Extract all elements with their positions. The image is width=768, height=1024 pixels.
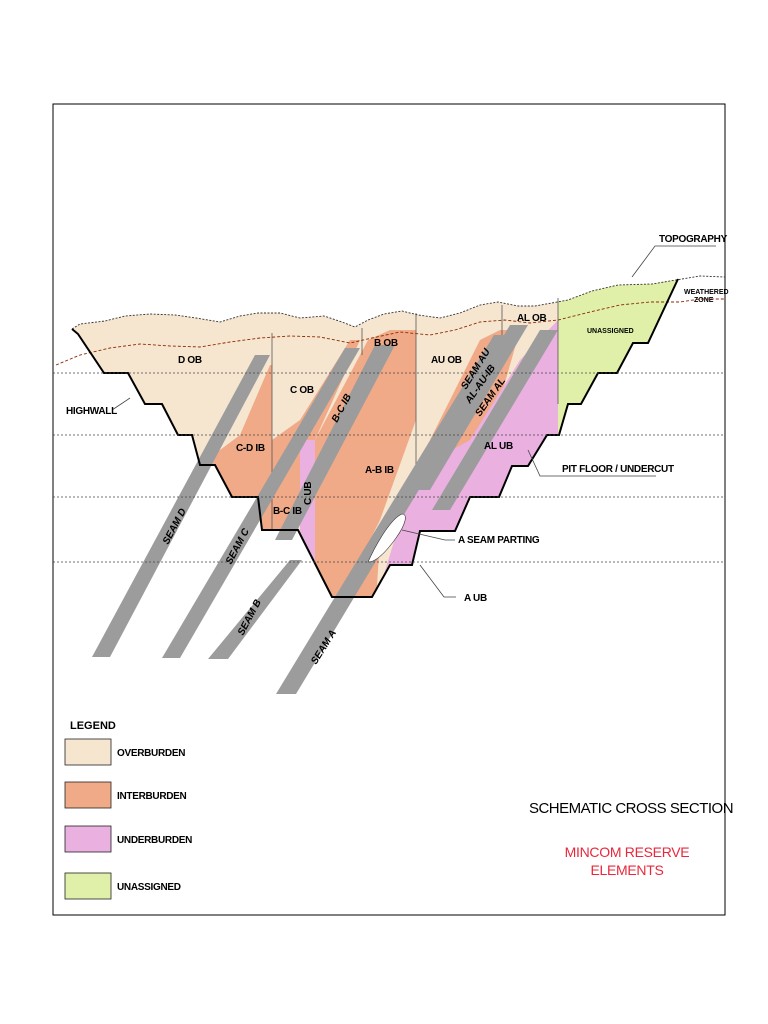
a-seam-parting-lens (367, 513, 406, 563)
cd-interburden-region (200, 365, 272, 530)
title-main: SCHEMATIC CROSS SECTION (529, 800, 733, 817)
label-ab-ib: A-B IB (365, 465, 394, 476)
seam-b-lower (208, 560, 302, 659)
label-topography: TOPOGRAPHY (659, 234, 728, 245)
coal-seams (92, 325, 558, 694)
label-seam-b-lower: SEAM B (236, 598, 264, 638)
legend-item-underburden: UNDERBURDEN (64, 825, 192, 853)
legend: LEGEND OVERBURDEN INTERBURDEN UNDERBURDE… (64, 720, 192, 900)
seam-d (92, 355, 270, 657)
legend-label-interburden: INTERBURDEN (117, 791, 187, 802)
seam-c (162, 348, 360, 658)
label-highwall: HIGHWALL (66, 406, 117, 417)
bc-interburden-region (272, 340, 360, 530)
legend-label-unassigned: UNASSIGNED (117, 882, 181, 893)
weathered-zone-line (55, 298, 725, 366)
unassigned-region (558, 279, 678, 597)
label-b-ob: B OB (374, 338, 398, 349)
legend-label-overburden: OVERBURDEN (117, 748, 185, 759)
pit-outline (71, 278, 679, 598)
diagram-frame (52, 103, 726, 916)
label-bc-ib-lower: B-C IB (273, 506, 302, 517)
legend-item-unassigned: UNASSIGNED (64, 872, 181, 900)
legend-swatch-unassigned (64, 872, 112, 900)
title-sub-line1: MINCOM RESERVE (565, 844, 690, 860)
label-al-ob: AL OB (517, 313, 547, 324)
label-weathered-2: ZONE (694, 297, 714, 304)
title-sub-line2: ELEMENTS (590, 862, 663, 878)
legend-label-underburden: UNDERBURDEN (117, 835, 192, 846)
label-al-ub: AL UB (484, 441, 513, 452)
label-c-ob: C OB (290, 385, 314, 396)
label-unassigned: UNASSIGNED (587, 328, 634, 335)
label-d-ob: D OB (178, 355, 202, 366)
topography-line (71, 275, 726, 330)
label-c-ub: C UB (303, 482, 314, 505)
label-cd-ib: C-D IB (236, 443, 265, 454)
ab-interburden-region (315, 330, 416, 597)
label-pit-floor: PIT FLOOR / UNDERCUT (562, 464, 674, 475)
legend-swatch-interburden (64, 781, 112, 809)
legend-title: LEGEND (70, 720, 116, 732)
seam-al (432, 330, 558, 510)
bench-lines (53, 372, 725, 563)
legend-item-overburden: OVERBURDEN (64, 738, 185, 766)
seam-au (412, 325, 528, 490)
legend-item-interburden: INTERBURDEN (64, 781, 187, 809)
legend-swatch-underburden (64, 825, 112, 853)
label-a-ub: A UB (464, 593, 487, 604)
seam-b (275, 345, 395, 540)
leader-lines (111, 245, 716, 598)
label-au-ob: AU OB (431, 355, 462, 366)
label-weathered-1: WEATHERED (684, 289, 729, 296)
legend-swatch-overburden (64, 738, 112, 766)
label-a-seam-parting: A SEAM PARTING (458, 535, 540, 546)
